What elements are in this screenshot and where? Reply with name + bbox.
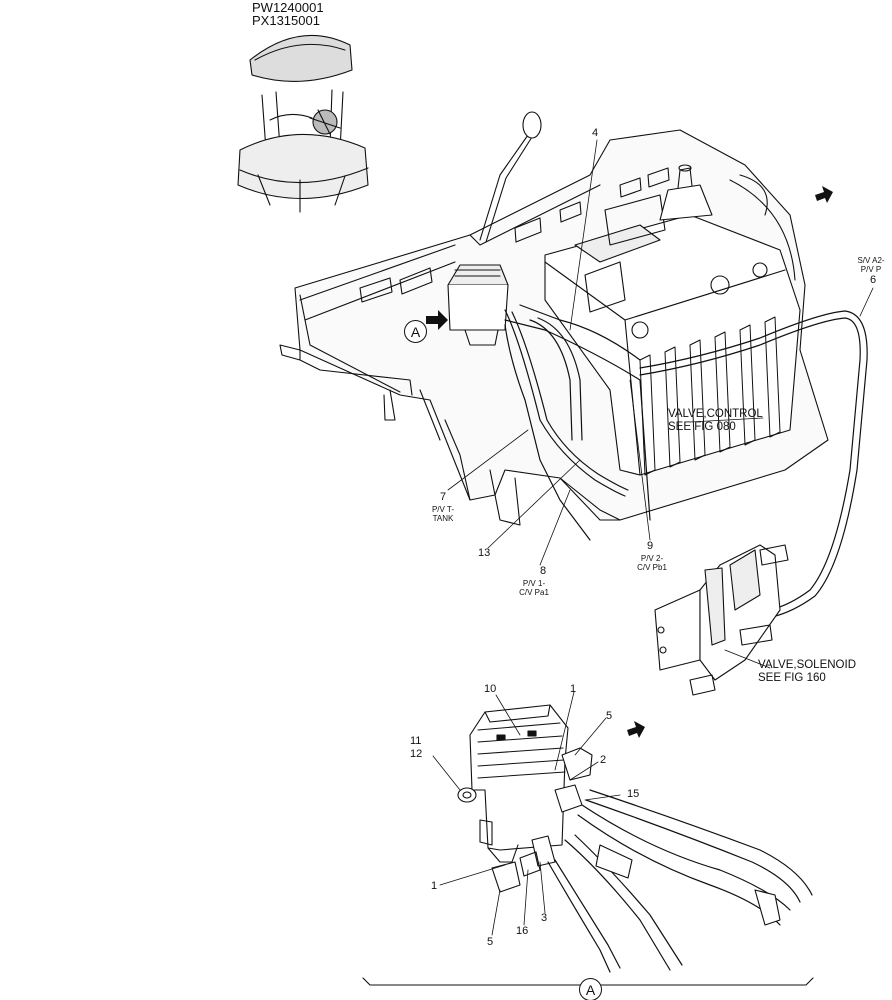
detail-part-16: 16	[516, 925, 529, 937]
control-valve-callout-line1: VALVE,CONTROL	[668, 408, 763, 420]
detail-marker-icon: A	[404, 320, 427, 343]
solenoid-valve-drawing	[654, 544, 789, 696]
solenoid-valve-callout-line2: SEE FIG 160	[758, 672, 826, 684]
view-arrow-icon	[426, 186, 833, 738]
hoses-main	[504, 304, 868, 618]
part-label-4: 4	[592, 127, 599, 139]
detail-part-3: 3	[541, 912, 548, 924]
detail-part-10: 10	[484, 683, 497, 695]
part-label-9: 9	[647, 540, 654, 552]
leader-lines	[432, 139, 874, 936]
detail-part-2: 2	[600, 754, 607, 766]
solenoid-valve-callout-line1: VALVE,SOLENOID	[758, 659, 856, 671]
detail-part-1-bottom: 1	[431, 880, 438, 892]
detail-a-drawing	[457, 704, 813, 973]
detail-part-12: 12	[410, 748, 423, 760]
thumbnail-machine-icon	[237, 34, 369, 213]
detail-marker-icon: A	[579, 978, 602, 1000]
part-label-8: 8	[540, 565, 547, 577]
part-label-7: 7	[440, 491, 447, 503]
detail-part-15: 15	[627, 788, 640, 800]
machine-code-1: PW1240001	[252, 0, 324, 15]
control-valve-callout-line2: SEE FIG 080	[668, 421, 736, 433]
part-note-8: P/V 1- C/V Pa1	[519, 579, 549, 598]
part-note-6-text: S/V A2- P/V P	[857, 256, 885, 275]
part-label-6: 6	[870, 274, 877, 286]
part-label-13: 13	[478, 547, 491, 559]
main-assembly	[279, 111, 829, 526]
detail-part-1-top: 1	[570, 683, 577, 695]
detail-part-5-top: 5	[606, 710, 613, 722]
part-note-6: S/V A2- P/V P	[853, 256, 889, 274]
machine-code-2: PX1315001	[252, 13, 320, 28]
part-note-9: P/V 2- C/V Pb1	[637, 554, 667, 573]
detail-part-5-bottom: 5	[487, 936, 494, 948]
part-note-7: P/V T- TANK	[431, 505, 455, 524]
detail-part-11: 11	[410, 735, 422, 747]
